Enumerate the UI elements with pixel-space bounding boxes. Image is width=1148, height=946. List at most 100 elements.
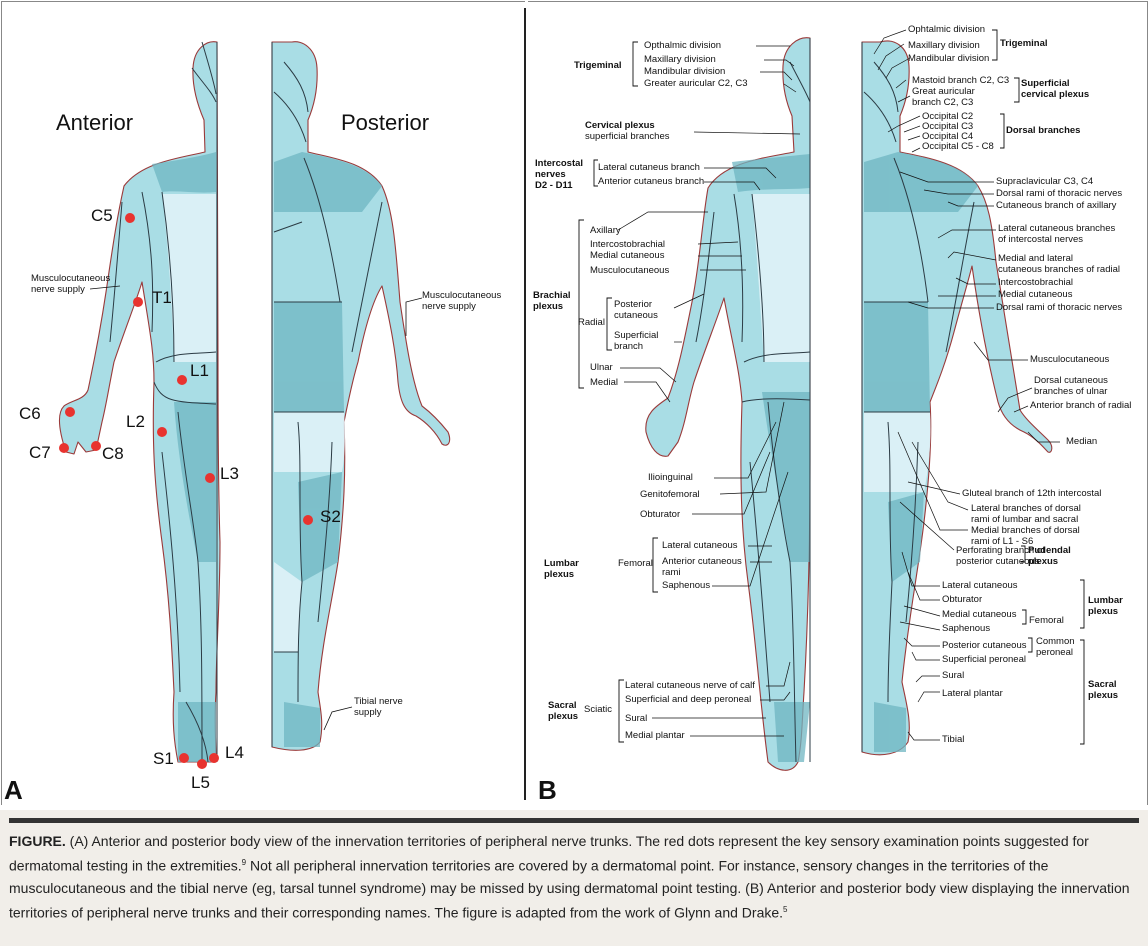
b-r-supcerv-group-2: cervical plexus <box>1021 89 1090 100</box>
b-r-sacral-item-3: Sural <box>942 670 965 681</box>
panel-a-letter: A <box>4 775 23 805</box>
panel-b-letter: B <box>538 775 557 805</box>
b-r-lumbar-group-2: plexus <box>1088 606 1119 617</box>
dermatome-s2: S2 <box>320 507 341 526</box>
b-r-supcerv-item-2: Great auricular <box>912 86 975 97</box>
b-femoral-label: Femoral <box>618 558 653 569</box>
b-r-pudendal-group-2: plexus <box>1028 556 1059 567</box>
b-r-supcerv-item-1: Mastoid branch C2, C3 <box>912 75 1010 86</box>
b-r-sacral-group-1: Sacral <box>1088 679 1117 690</box>
b-radial-item-2: cutaneous <box>614 310 658 321</box>
b-r-dorsal-group: Dorsal branches <box>1006 125 1081 136</box>
b-r-trunk-5: of intercostal nerves <box>998 234 1084 245</box>
b-r-trunk-2: Dorsal rami of thoracic nerves <box>996 188 1123 199</box>
b-femoral-item-3: rami <box>662 567 681 578</box>
b-r-common-peroneal-1: Common <box>1036 636 1075 647</box>
b-r-trunk-14: Anterior branch of radial <box>1030 400 1132 411</box>
panel-divider <box>524 8 526 800</box>
dermatome-points <box>59 213 313 769</box>
posterior-label: Posterior <box>341 110 430 135</box>
musculocutaneous-posterior-line2: nerve supply <box>422 301 476 312</box>
b-brachial-item-medial: Medial cutaneous <box>590 250 665 261</box>
b-femoral-item-2: Anterior cutaneous <box>662 556 742 567</box>
b-r-femoral-label: Femoral <box>1029 615 1064 626</box>
b-r-pelvis-7: posterior cutaneous <box>956 556 1040 567</box>
b-femoral-item-1: Lateral cutaneous <box>662 540 738 551</box>
b-left-leaders <box>617 45 801 737</box>
b-ilioinguinal: Ilioinguinal <box>648 472 693 483</box>
b-trig-item-1: Opthalmic division <box>644 40 722 51</box>
b-sacral-group-1: Sacral <box>548 700 577 711</box>
b-lumbar-group-1: Lumbar <box>544 558 579 569</box>
dermatome-c6: C6 <box>19 404 41 423</box>
dermatome-l5: L5 <box>191 773 210 792</box>
b-r-dorsal-item-1: Occipital C2 <box>922 111 974 122</box>
b-r-trunk-3: Cutaneous branch of axillary <box>996 200 1117 211</box>
b-medial: Medial <box>590 377 618 388</box>
b-r-trunk-7: cutaneous branches of radial <box>998 264 1120 275</box>
b-sciatic-item-4: Medial plantar <box>625 730 685 741</box>
b-r-lumbar-item-3: Medial cutaneous <box>942 609 1017 620</box>
b-r-trunk-9: Medial cutaneous <box>998 289 1073 300</box>
b-r-common-peroneal-2: peroneal <box>1036 647 1073 658</box>
b-r-sacral-item-1: Posterior cutaneous <box>942 640 1027 651</box>
dermatome-l1: L1 <box>190 361 209 380</box>
b-sciatic-label: Sciatic <box>584 704 612 715</box>
b-r-pelvis-1: Gluteal branch of 12th intercostal <box>962 488 1102 499</box>
b-r-dorsal-item-2: Occipital C3 <box>922 121 974 132</box>
b-r-sacral-item-5: Tibial <box>942 734 965 745</box>
b-brachial-group-2: plexus <box>533 301 564 312</box>
b-r-trig-item-3: Mandibular division <box>908 53 990 64</box>
b-right-leaders <box>873 29 1060 741</box>
b-intercostal-item-1: Lateral cutaneus branch <box>598 162 700 173</box>
b-sciatic-item-1: Lateral cutaneous nerve of calf <box>625 680 755 691</box>
tibial-line1: Tibial nerve <box>354 696 403 707</box>
b-intercostal-item-2: Anterior cutaneus branch <box>598 176 705 187</box>
b-trigeminal-group: Trigeminal <box>574 60 622 71</box>
b-sciatic-item-3: Sural <box>625 713 648 724</box>
panel-a-bodies <box>58 41 451 769</box>
anterior-body-outline <box>58 41 221 763</box>
b-r-pelvis-4: Medial branches of dorsal <box>971 525 1080 536</box>
tibial-line2: supply <box>354 707 382 718</box>
b-genitofemoral: Genitofemoral <box>640 489 700 500</box>
b-r-trunk-1: Supraclavicular C3, C4 <box>996 176 1094 187</box>
b-brachial-item-axillary: Axillary <box>590 225 621 236</box>
b-radial-item-1: Posterior <box>614 299 653 310</box>
b-trig-item-4: Greater auricular C2, C3 <box>644 78 748 89</box>
b-r-sacral-group-2: plexus <box>1088 690 1119 701</box>
b-r-trunk-10: Dorsal rami of thoracic nerves <box>996 302 1123 313</box>
b-r-dorsal-item-4: Occipital C5 - C8 <box>922 141 994 152</box>
b-lumbar-group-2: plexus <box>544 569 575 580</box>
dermatome-c7: C7 <box>29 443 51 462</box>
b-r-sacral-item-2: Superficial peroneal <box>942 654 1026 665</box>
b-r-trunk-4: Lateral cutaneous branches <box>998 223 1116 234</box>
b-brachial-group-1: Brachial <box>533 290 571 301</box>
b-r-lumbar-group-1: Lumbar <box>1088 595 1123 606</box>
panel-b-bodies <box>578 29 1085 771</box>
b-intercostal-group-3: D2 - D11 <box>535 180 573 191</box>
b-sciatic-item-2: Superficial and deep peroneal <box>625 694 752 705</box>
musculocutaneous-anterior-line2: nerve supply <box>31 284 85 295</box>
anterior-label: Anterior <box>56 110 134 135</box>
b-r-lumbar-item-4: Saphenous <box>942 623 991 634</box>
b-r-trig-item-2: Maxillary division <box>908 40 980 51</box>
dermatome-l4: L4 <box>225 743 244 762</box>
b-r-trunk-6: Medial and lateral <box>998 253 1073 264</box>
dermatome-s1: S1 <box>153 749 174 768</box>
caption-head: FIGURE. <box>9 833 66 849</box>
b-cervical-title: Cervical plexus <box>585 120 655 131</box>
b-femoral-item-4: Saphenous <box>662 580 711 591</box>
b-cervical-sub: superficial branches <box>585 131 670 142</box>
b-r-trigeminal-group: Trigeminal <box>1000 38 1048 49</box>
panel-b: Trigeminal Opthalmic division Maxillary … <box>528 1 1148 805</box>
caption-part-2: Not all peripheral innervation territori… <box>9 857 1130 921</box>
b-r-dorsal-item-3: Occipital C4 <box>922 131 974 142</box>
dermatome-c8: C8 <box>102 444 124 463</box>
b-obturator: Obturator <box>640 509 681 520</box>
caption-ref-1: 9 <box>241 858 247 867</box>
b-left-brackets <box>578 41 658 743</box>
b-sacral-group-2: plexus <box>548 711 579 722</box>
b-brachial-item-musculocutaneous: Musculocutaneous <box>590 265 670 276</box>
